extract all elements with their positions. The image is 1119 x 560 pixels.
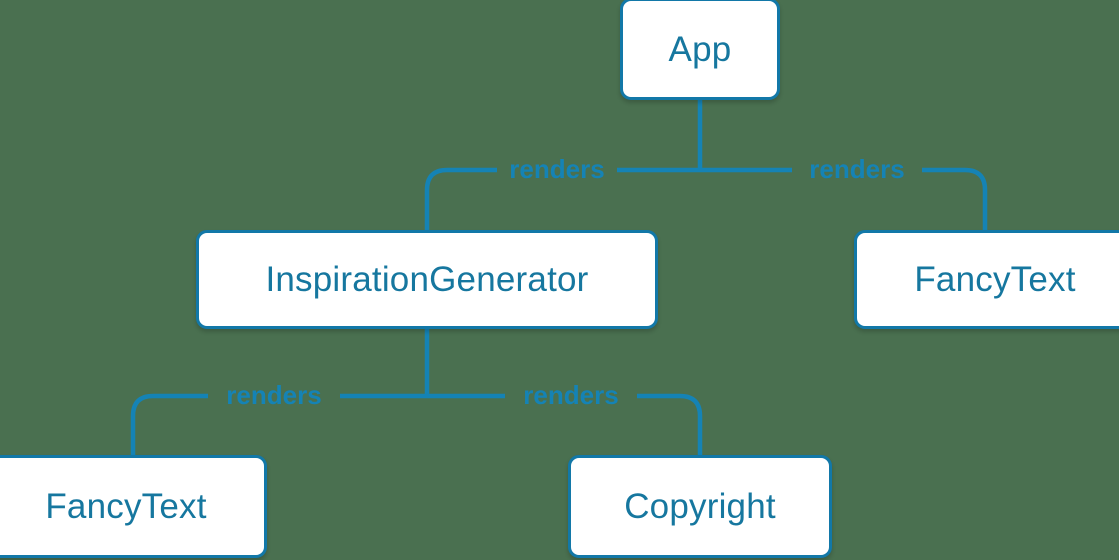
node-app-label: App [668, 29, 732, 69]
edge-label-inspirationgenerator-to-fancytext: renders [226, 380, 322, 410]
edge-inspgen-to-fancytext-drop [130, 393, 154, 455]
edge-label-app-to-inspirationgenerator: renders [509, 154, 605, 184]
edge-inspgen-to-copyright-drop [679, 393, 703, 455]
node-inspirationgenerator-label: InspirationGenerator [265, 260, 589, 299]
edge-label-inspirationgenerator-to-copyright: renders [523, 380, 619, 410]
node-fancytext-right-label: FancyText [914, 260, 1076, 299]
edge-label-app-to-fancytext: renders [809, 154, 905, 184]
node-app[interactable]: App [620, 0, 780, 100]
node-fancytext-left[interactable]: FancyText [0, 455, 267, 558]
edge-app-to-inspgen-drop [424, 167, 448, 230]
node-copyright-label: Copyright [624, 487, 776, 526]
node-fancytext-right[interactable]: FancyText [854, 230, 1119, 329]
node-fancytext-left-label: FancyText [45, 487, 207, 526]
edge-app-to-fancytext-drop [964, 167, 988, 230]
node-inspirationgenerator[interactable]: InspirationGenerator [196, 230, 658, 329]
node-copyright[interactable]: Copyright [568, 455, 832, 558]
